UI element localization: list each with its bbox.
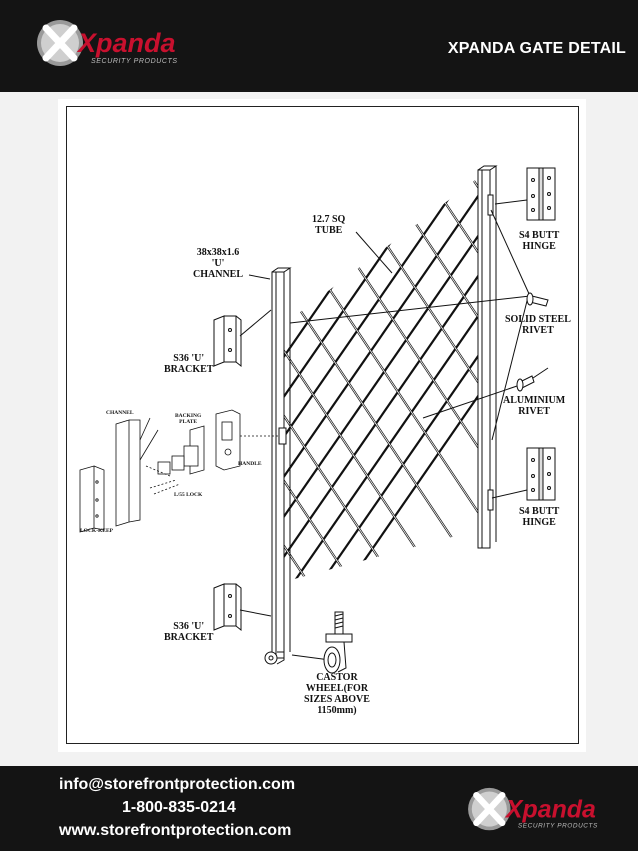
label-detail-backing: BACKING PLATE xyxy=(175,413,202,425)
hinge-top xyxy=(526,167,556,221)
label-channel: 38x38x1.6 'U' CHANNEL xyxy=(193,247,244,280)
page-title: XPANDA GATE DETAIL xyxy=(447,40,626,57)
label-hinge-top: S4 BUTT HINGE xyxy=(519,230,560,252)
contact-email[interactable]: info@storefrontprotection.com xyxy=(59,776,296,793)
footer-bar: info@storefrontprotection.com 1-800-835-… xyxy=(0,766,638,851)
label-bracket-top: S36 'U' BRACKET xyxy=(164,353,214,375)
label-hinge-bottom: S4 BUTT HINGE xyxy=(519,506,560,528)
header-bar: Xpanda SECURITY PRODUCTS XPANDA GATE DET… xyxy=(0,0,638,92)
label-detail-lock: L/55 LOCK xyxy=(174,492,203,498)
aluminium-rivet xyxy=(516,367,549,392)
lock-detail xyxy=(79,409,278,533)
solid-rivet xyxy=(526,292,549,307)
logo-tagline: SECURITY PRODUCTS xyxy=(91,58,178,65)
label-detail-lock-keep: LOCK-KEEP xyxy=(80,528,114,534)
bracket-top xyxy=(213,315,242,368)
bracket-bottom xyxy=(213,583,242,632)
xpanda-logo-icon: Xpanda SECURITY PRODUCTS xyxy=(37,20,178,66)
label-tube: 12.7 SQ TUBE xyxy=(312,214,346,236)
logo-wordmark: Xpanda xyxy=(504,795,596,823)
label-solid-rivet: SOLID STEEL RIVET xyxy=(505,314,571,336)
label-castor: CASTOR WHEEL(FOR SIZES ABOVE 1150mm) xyxy=(304,672,370,716)
label-aluminium-rivet: ALUMINIUM RIVET xyxy=(503,395,566,417)
hinge-bottom xyxy=(526,447,556,501)
xpanda-logo-icon: Xpanda SECURITY PRODUCTS xyxy=(468,787,598,831)
small-castor xyxy=(264,651,285,665)
label-detail-handle: HANDLE xyxy=(238,461,262,467)
logo-wordmark: Xpanda xyxy=(76,28,176,58)
label-bracket-bottom: S36 'U' BRACKET xyxy=(164,621,214,643)
right-channel xyxy=(477,165,498,549)
label-detail-channel: CHANNEL xyxy=(106,410,134,416)
contact-phone[interactable]: 1-800-835-0214 xyxy=(122,799,236,816)
left-channel xyxy=(271,267,292,659)
castor-wheel xyxy=(323,611,353,674)
contact-website[interactable]: www.storefrontprotection.com xyxy=(59,822,292,839)
logo-tagline: SECURITY PRODUCTS xyxy=(518,823,598,830)
